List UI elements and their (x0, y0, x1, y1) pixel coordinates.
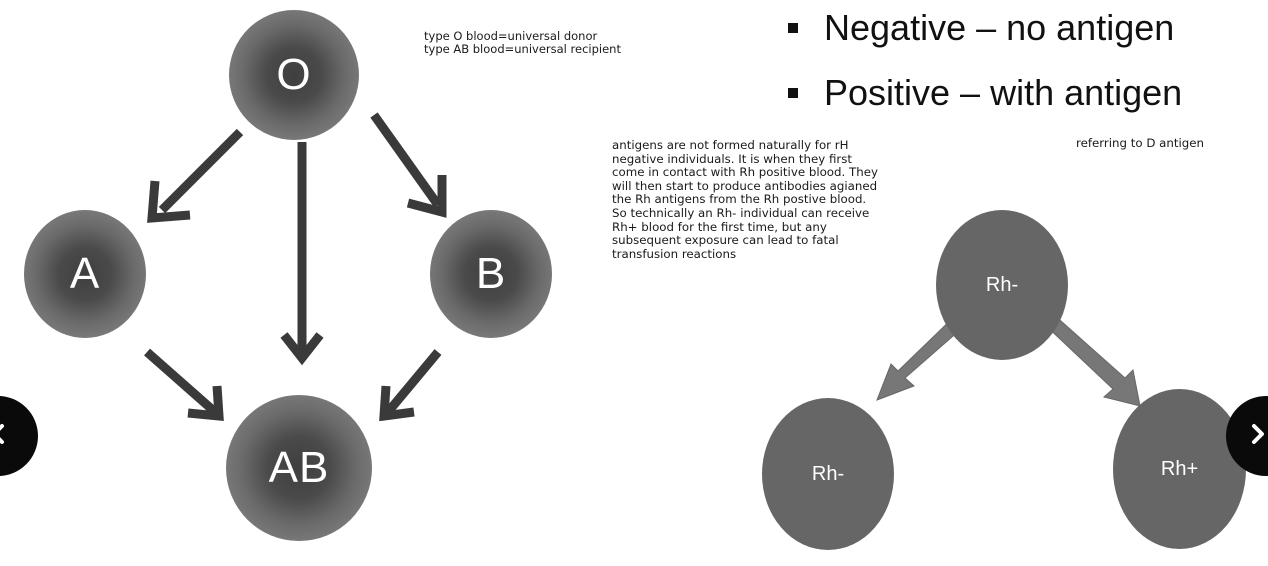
blood-cell-o-label: O (276, 50, 312, 99)
arrow-a-to-ab-head (187, 385, 224, 421)
rh-note-line: come in contact with Rh positive blood. … (612, 165, 878, 180)
rh-note-line: subsequent exposure can lead to fatal (612, 233, 839, 248)
note-line-recipient: type AB blood=universal recipient (424, 42, 621, 56)
bullet-negative-text: Negative – no antigen (824, 7, 1175, 48)
blood-cell-b: B (430, 210, 552, 338)
rh-cell-right: Rh+ (1113, 389, 1246, 549)
rh-antigen-note: antigens are not formed naturally for rH… (612, 138, 878, 261)
bullet-square-icon (788, 23, 798, 33)
chevron-left-icon (0, 424, 4, 444)
blood-cell-o: O (229, 10, 359, 140)
rh-note-line: will then start to produce antibodies ag… (612, 178, 878, 193)
bullet-positive-text: Positive – with antigen (824, 72, 1183, 113)
rh-cell-right-label: Rh+ (1160, 457, 1199, 480)
rh-cell-left: Rh- (762, 398, 894, 550)
rh-cell-left-label: Rh- (811, 462, 845, 485)
arrow-o-to-b-head (406, 175, 447, 218)
rh-note-line: Rh+ blood for the first time, but any (612, 219, 827, 234)
bullet-square-icon (788, 88, 798, 98)
arrow-o-to-ab-head (280, 332, 324, 366)
d-antigen-note: referring to D antigen (1076, 137, 1204, 150)
rh-note-line: the Rh antigens from the Rh postive bloo… (612, 192, 867, 207)
rh-note-line: transfusion reactions (612, 246, 737, 261)
rh-cell-top-label: Rh- (985, 273, 1019, 296)
blood-cell-ab: AB (226, 395, 372, 541)
arrow-o-to-a (158, 128, 244, 214)
arrow-rh-to-rh-pos (1041, 312, 1141, 407)
rh-cell-top: Rh- (936, 210, 1068, 360)
blood-cell-ab-label: AB (268, 443, 330, 492)
bullet-positive: Positive – with antigen (788, 72, 1182, 114)
arrow-b-to-ab-head (379, 385, 415, 422)
arrow-o-to-b (370, 112, 442, 208)
arrow-o-to-a-head (147, 180, 191, 223)
d-antigen-label: referring to D antigen (1076, 136, 1205, 150)
rh-note-line: antigens are not formed naturally for rH (612, 138, 849, 152)
previous-slide-button[interactable] (0, 396, 38, 476)
note-line-donor: type O blood=universal donor (424, 29, 598, 43)
blood-cell-a-label: A (69, 249, 101, 298)
next-slide-button[interactable] (1226, 396, 1268, 476)
blood-cell-b-label: B (475, 249, 507, 298)
chevron-right-icon (1252, 424, 1264, 444)
bullet-negative: Negative – no antigen (788, 7, 1174, 49)
blood-cell-a: A (24, 210, 146, 338)
arrow-b-to-ab (384, 349, 442, 415)
rh-note-line: So technically an Rh- individual can rec… (612, 205, 870, 220)
arrow-a-to-ab (144, 348, 218, 416)
universal-donor-note: type O blood=universal donor type AB blo… (424, 30, 621, 56)
rh-note-line: negative individuals. It is when they fi… (612, 151, 853, 166)
